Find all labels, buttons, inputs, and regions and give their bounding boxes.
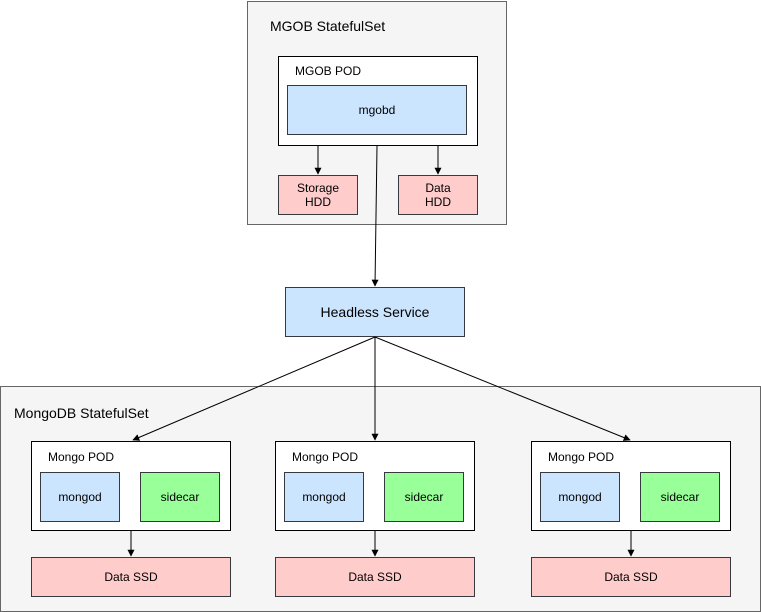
headless-service[interactable]: Headless Service [285,287,465,337]
mgobd-container[interactable]: mgobd [287,85,467,135]
mongod-container[interactable]: mongod [284,472,364,522]
mongo-pod-title: Mongo POD [548,450,615,464]
mongodb-statefulset-title: MongoDB StatefulSet [14,405,149,421]
mgob-statefulset-title: MGOB StatefulSet [270,18,386,34]
data-ssd-volume[interactable]: Data SSD [275,557,475,597]
mongo-pod-title: Mongo POD [292,450,359,464]
data-hdd-volume[interactable]: Data HDD [398,175,478,215]
sidecar-container[interactable]: sidecar [140,472,220,522]
sidecar-container[interactable]: sidecar [640,472,720,522]
mongod-container[interactable]: mongod [540,472,620,522]
mgob-pod-title: MGOB POD [295,64,362,78]
storage-hdd-volume[interactable]: Storage HDD [278,175,358,215]
mongo-pod-title: Mongo POD [48,450,115,464]
data-ssd-volume[interactable]: Data SSD [531,557,731,597]
mongod-container[interactable]: mongod [40,472,120,522]
sidecar-container[interactable]: sidecar [384,472,464,522]
data-ssd-volume[interactable]: Data SSD [31,557,231,597]
